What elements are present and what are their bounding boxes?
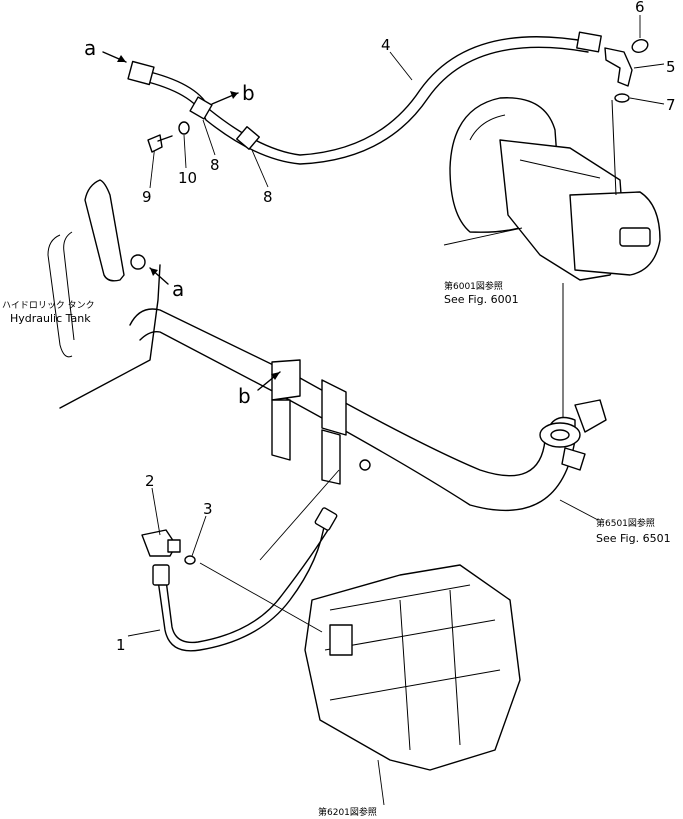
letter-a-tank: a — [172, 277, 184, 301]
bolt-9 — [147, 134, 173, 153]
callout-10: 10 — [178, 169, 197, 187]
tank-label-jp: ハイドロリック タンク — [2, 300, 95, 311]
o-ring-3 — [184, 555, 196, 565]
callout-8-lower: 8 — [263, 188, 273, 206]
leader-lines — [127, 15, 665, 806]
callout-8-upper: 8 — [210, 156, 220, 174]
pump-assembly — [449, 97, 661, 281]
callout-9: 9 — [142, 188, 152, 206]
hose-4 — [127, 31, 602, 165]
fig6501-label-jp: 第6501図参照 — [596, 517, 655, 529]
washer-10 — [178, 121, 190, 135]
callout-1: 1 — [116, 636, 126, 654]
suction-pipe — [129, 283, 607, 512]
callout-5: 5 — [666, 58, 676, 76]
fig6201-label-jp: 第6201図参照 — [318, 806, 377, 818]
callout-7: 7 — [666, 96, 676, 114]
elbow-fitting-2 — [141, 529, 181, 557]
fig6501-label-en: See Fig. 6501 — [596, 532, 671, 545]
callout-4: 4 — [381, 36, 391, 54]
o-ring-7 — [614, 93, 630, 103]
hydraulic-tank — [47, 179, 161, 409]
fig6001-label-jp: 第6001図参照 — [444, 280, 503, 292]
fig6001-label-en: See Fig. 6001 — [444, 293, 519, 306]
callout-3: 3 — [203, 500, 213, 518]
letter-b-top: b — [242, 81, 255, 105]
plug-6 — [631, 39, 649, 53]
letter-b-pipe: b — [238, 384, 251, 408]
reference-arrows — [102, 51, 281, 391]
callout-6: 6 — [635, 0, 645, 16]
control-valve — [304, 564, 521, 771]
tank-label-en: Hydraulic Tank — [10, 312, 91, 325]
callout-2: 2 — [145, 472, 155, 490]
hose-1 — [152, 507, 338, 652]
elbow-fitting-5 — [604, 47, 633, 87]
letter-a-top: a — [84, 36, 96, 60]
